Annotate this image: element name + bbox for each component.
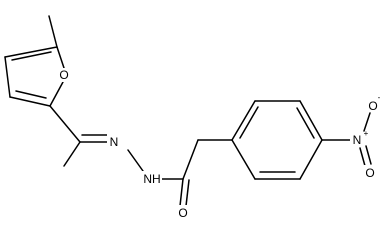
bond-ring-inner-a [239, 106, 259, 139]
bond-ring-3-4 [299, 100, 323, 141]
nitro-oxygen-bottom-label: O [365, 166, 374, 180]
bond-imine-methyl [63, 141, 81, 167]
bond-nitro-o-bottom [359, 147, 366, 167]
bond-ring-1-2 [231, 100, 256, 141]
bond-furan-c2-o [49, 81, 64, 107]
bond-nitro-o-bottom-double [365, 145, 372, 165]
bond-furan-c5-c4 [4, 46, 58, 58]
bond-carbonyl-c-o [179, 178, 184, 207]
bond-furan-c4-c3 [4, 56, 11, 98]
hydrazide-nh-label: NH [143, 172, 160, 186]
bond-furan-c5-o [56, 46, 65, 69]
bond-ring-6-1 [231, 139, 256, 180]
carbonyl-oxygen-label: O [178, 206, 187, 219]
atoms: O N NH O N + O - O [58, 68, 381, 219]
bond-furan-c3-c2 [9, 96, 51, 107]
furan-oxygen-label: O [59, 68, 68, 82]
azo-nitrogen-label: N [110, 135, 119, 149]
nitro-oxygen-top-charge: - [378, 93, 381, 102]
nitro-oxygen-top-label: O [368, 99, 377, 113]
bond-carbonyl-c-o-double [185, 179, 190, 207]
nitro-nitrogen-charge: + [364, 129, 369, 138]
structure-diagram: O N NH O N + O - O [4, 15, 381, 219]
bond-nitro-o-top [363, 112, 371, 132]
bond-carbonyl-ch2 [182, 139, 199, 180]
bond-ring-4-5 [299, 139, 323, 180]
bond-n-n [127, 149, 144, 172]
bond-methyl-furan [48, 15, 58, 48]
nitro-nitrogen-label: N [353, 133, 362, 147]
bond-furan-imine-c [49, 105, 81, 143]
bonds [4, 15, 372, 207]
bond-ring-inner-b [296, 107, 315, 139]
bond-furan-c5-c4-double [11, 51, 52, 61]
bond-furan-c3-c2-double [15, 90, 47, 99]
